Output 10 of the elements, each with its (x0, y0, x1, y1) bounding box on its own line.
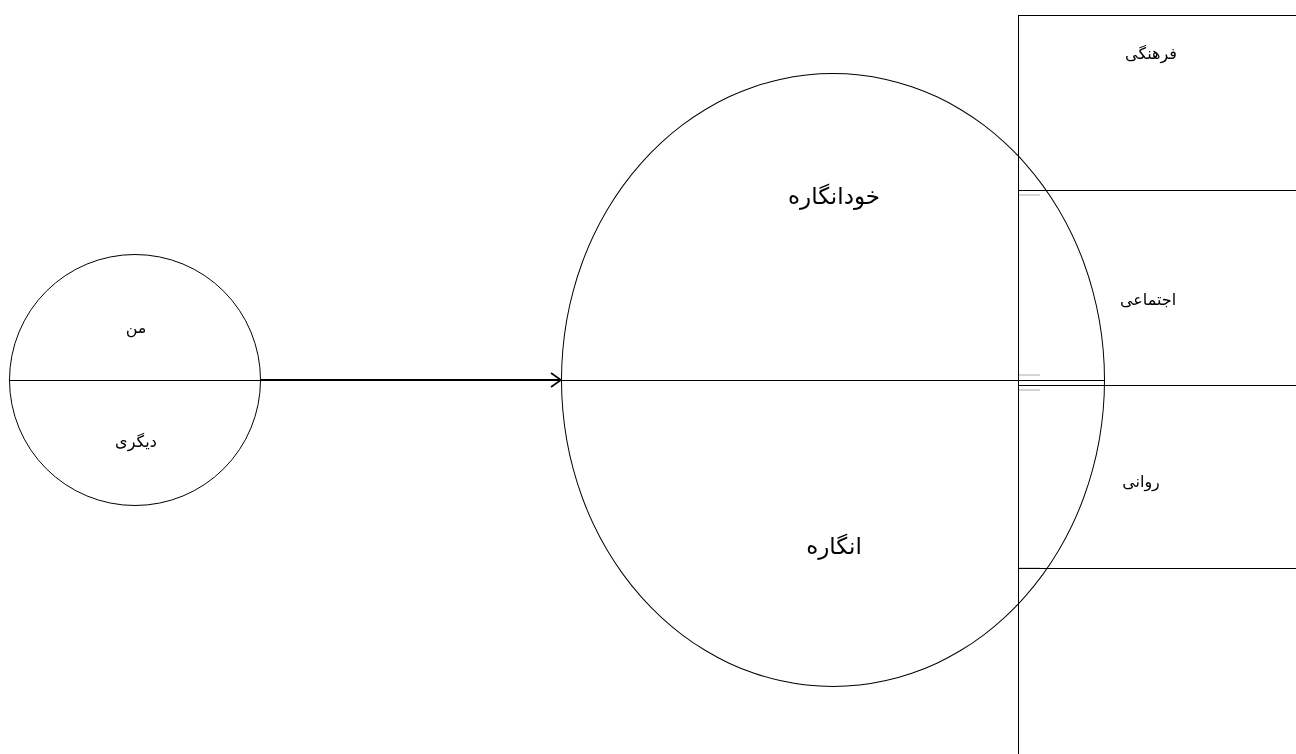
circle-label: من (125, 317, 147, 337)
band-box (1018, 15, 1296, 191)
circle-label: خودانگاره (788, 183, 880, 209)
band-label: اجتماعی (1119, 289, 1177, 309)
circle-label: دیگری (115, 431, 157, 451)
circle-label: انگاره (806, 533, 862, 559)
arrow (260, 372, 562, 388)
band-label: فرهنگی (1125, 43, 1177, 63)
band-label: روانی (1122, 471, 1160, 491)
divided-circle (561, 73, 1105, 687)
